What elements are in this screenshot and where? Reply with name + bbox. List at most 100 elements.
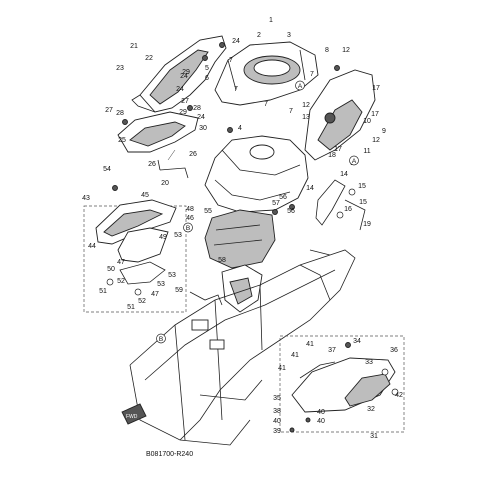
callout-c46: 46 [186,215,194,222]
callout-c56a: 56 [279,194,287,201]
callout-c34: 34 [353,338,361,345]
callout-c52a: 52 [117,278,125,285]
callout-c24c: 24 [176,86,184,93]
left-subassembly-box [83,199,187,313]
callout-c14a: 14 [306,185,314,192]
callout-c59: 59 [175,287,183,294]
forward-arrow: FWD [121,403,147,425]
reference-circle [156,333,166,344]
callout-c16: 16 [344,206,352,213]
callout-c51b: 51 [127,304,135,311]
callout-c10: 10 [363,118,371,125]
reference-mark-refB2: B [156,333,166,344]
callout-c24b: 24 [180,73,188,80]
callout-c12b: 12 [302,102,310,109]
callout-c1: 1 [269,17,273,24]
callout-c5: 5 [205,65,209,72]
callout-c29a: 29 [182,69,190,76]
callout-c45: 45 [141,192,149,199]
callout-c22: 22 [145,55,153,62]
reference-mark-refA2: A [349,155,359,166]
callout-c26b: 26 [189,151,197,158]
callout-c17a: 17 [372,85,380,92]
callout-c52b: 52 [138,298,146,305]
reference-mark-layer: A A B B [156,80,359,344]
callout-c27b: 27 [181,98,189,105]
callout-c24a: 24 [232,38,240,45]
callout-c56b: 56 [287,208,295,215]
callout-c19: 19 [363,221,371,228]
callout-c6: 6 [205,75,209,82]
callout-c12a: 12 [342,47,350,54]
callout-c41c: 41 [278,365,286,372]
reference-letter: B [159,336,163,343]
callout-c15b: 15 [359,199,367,206]
callout-c38: 38 [273,408,281,415]
callout-c17b: 17 [371,111,379,118]
callout-c37: 37 [328,347,336,354]
callout-c13: 13 [302,114,310,121]
right-side-cover [304,69,376,161]
callout-c53c: 53 [157,281,165,288]
callout-c31: 31 [370,433,378,440]
callout-c7c: 7 [264,101,268,108]
callout-c50: 50 [107,266,115,273]
callout-c49: 49 [159,234,167,241]
callout-c40c: 40 [317,418,325,425]
callout-c42: 42 [395,392,403,399]
reference-letter: A [298,83,303,90]
drawing-code: B081700-R240 [146,451,193,458]
callout-c41b: 41 [291,352,299,359]
left-side-cover-upper [131,35,227,113]
fwd-label: FWD [126,414,138,420]
main-frame [129,249,356,446]
callout-c53b: 53 [168,272,176,279]
air-duct [221,264,263,313]
callout-c8: 8 [325,47,329,54]
callout-c15a: 15 [358,183,366,190]
callout-c32: 32 [367,406,375,413]
right-bracket [315,179,366,231]
small-stay [189,291,223,306]
fasteners [112,42,351,433]
reference-letter: B [186,225,190,232]
callout-c24d: 24 [197,114,205,121]
callout-c47b: 47 [151,291,159,298]
callout-c58: 58 [218,257,226,264]
callout-c57: 57 [272,200,280,207]
callout-c27a: 27 [105,107,113,114]
callout-c40a: 40 [273,418,281,425]
callout-c47a: 47 [117,259,125,266]
callout-c39: 39 [273,428,281,435]
callout-c14b: 14 [340,171,348,178]
reference-letter: A [352,158,357,165]
reference-circle [295,80,305,91]
tank-inner-cover [204,209,276,269]
tank-top-cover [214,41,319,106]
callout-c23: 23 [116,65,124,72]
callout-c7d: 7 [289,108,293,115]
reference-mark-refB1: B [183,222,193,233]
callout-c35: 35 [273,395,281,402]
reference-circle [349,155,359,166]
callout-c36: 36 [390,347,398,354]
callout-c20: 20 [161,180,169,187]
callout-c55: 55 [204,208,212,215]
callout-c17c: 17 [334,146,342,153]
callout-c53a: 53 [174,232,182,239]
cover-bracket [157,149,189,179]
callout-c48: 48 [186,206,194,213]
callout-c3: 3 [287,32,291,39]
callout-c12c: 12 [372,137,380,144]
callout-c2: 2 [257,32,261,39]
callout-c7e: 7 [310,71,314,78]
callout-c28a: 28 [116,110,124,117]
callout-c33: 33 [365,359,373,366]
fuel-tank [204,135,309,213]
callout-c30: 30 [199,125,207,132]
callout-c7a: 7 [229,57,233,64]
callout-c44: 44 [88,243,96,250]
callout-c28b: 28 [193,105,201,112]
callout-c18: 18 [328,152,336,159]
